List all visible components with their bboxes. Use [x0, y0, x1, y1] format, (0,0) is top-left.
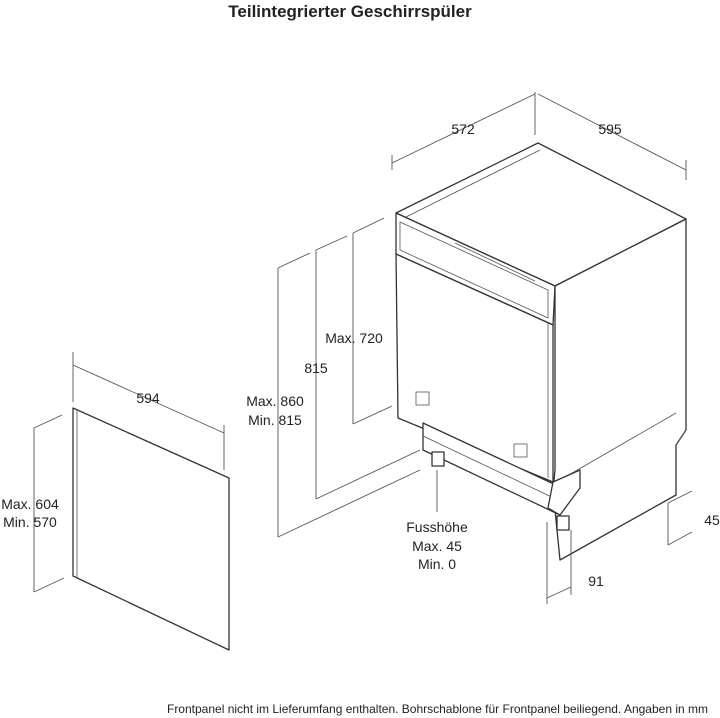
footnote: Frontpanel nicht im Lieferumfang enthalt… — [167, 702, 708, 716]
toe-depth-label: 91 — [588, 573, 604, 589]
panel-width-label: 594 — [136, 390, 160, 406]
hinge-bracket-icon — [415, 391, 430, 406]
foot-height-max: Max. 45 — [412, 538, 462, 554]
total-max-label: Max. 860 — [246, 393, 304, 409]
width-label: 595 — [598, 121, 622, 137]
foot-icon — [431, 451, 445, 467]
dishwasher-body — [395, 142, 687, 561]
foot-icon — [556, 515, 570, 531]
total-min-label: Min. 815 — [248, 412, 302, 428]
foot-height-title: Fusshöhe — [406, 519, 468, 535]
toe-height-label: 45 — [704, 512, 720, 528]
height-max-label: Max. 720 — [325, 330, 383, 346]
panel-min-label: Min. 570 — [3, 514, 57, 530]
page-title: Teilintegrierter Geschirrspüler — [228, 2, 472, 21]
height-815-label: 815 — [304, 360, 328, 376]
depth-label: 572 — [451, 121, 475, 137]
panel-max-label: Max. 604 — [1, 496, 59, 512]
hinge-bracket-icon — [513, 443, 528, 458]
foot-height-min: Min. 0 — [418, 556, 456, 572]
front-panel — [72, 407, 230, 651]
